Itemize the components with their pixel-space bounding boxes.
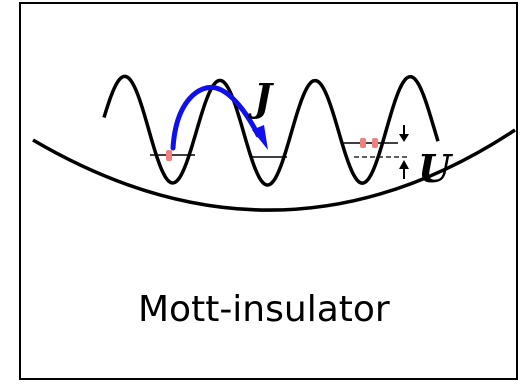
- hopping-arrow-head: [252, 125, 268, 150]
- atom-well-1: [166, 150, 172, 161]
- diagram-caption: Mott-insulator: [138, 289, 390, 330]
- atom-well-3-a: [360, 138, 366, 148]
- interaction-symbol: U: [418, 146, 454, 191]
- interaction-arrow-down-head: [399, 134, 409, 142]
- atom-well-3-b: [372, 138, 378, 148]
- trap-potential-curve: [32, 128, 516, 212]
- hopping-arrow: [170, 84, 261, 151]
- interaction-arrow-up-head: [399, 160, 409, 169]
- diagram-border: [19, 2, 518, 380]
